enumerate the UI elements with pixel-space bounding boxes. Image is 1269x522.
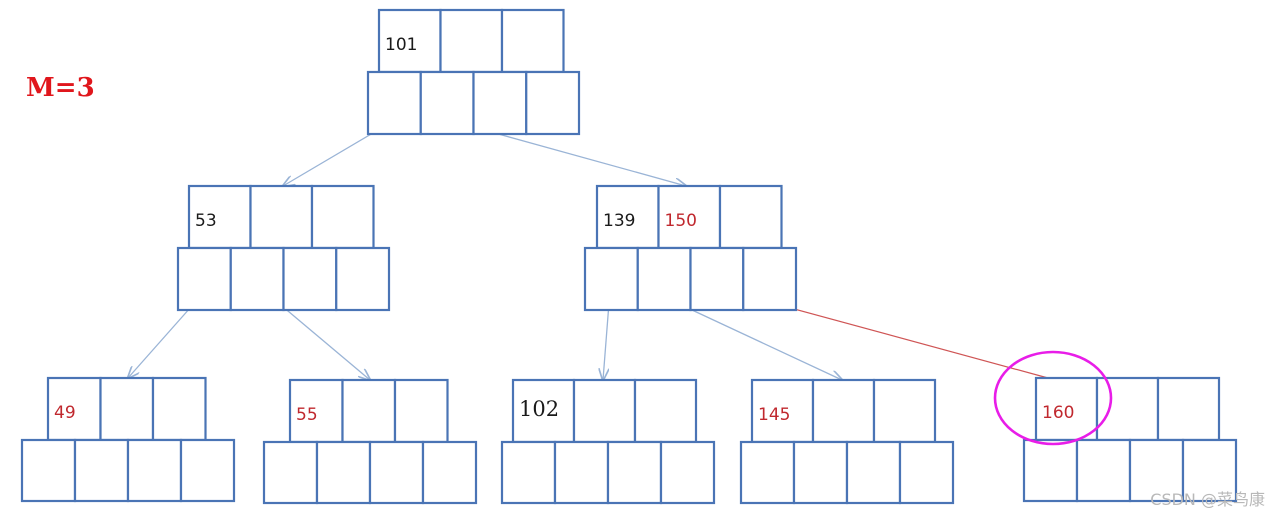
key-cell bbox=[249, 184, 314, 250]
child-pointer-cell bbox=[500, 440, 557, 505]
key-value: 49 bbox=[54, 403, 76, 423]
child-pointer-cell bbox=[583, 246, 639, 312]
child-pointer-cell bbox=[335, 246, 391, 312]
btree-node-n145: 145 bbox=[739, 378, 955, 505]
key-cell bbox=[151, 376, 207, 442]
key-value: 53 bbox=[195, 211, 217, 231]
key-value: 150 bbox=[665, 211, 697, 231]
child-pointer-cell bbox=[689, 246, 745, 312]
child-pointer-cell bbox=[421, 440, 478, 505]
key-cell bbox=[1156, 376, 1221, 442]
child-pointer-cell bbox=[742, 246, 798, 312]
child-pointer-cell bbox=[739, 440, 796, 505]
key-cell bbox=[310, 184, 375, 250]
child-pointer-cell bbox=[179, 438, 236, 503]
key-cell bbox=[633, 378, 698, 444]
key-cell bbox=[872, 378, 937, 444]
key-value: 145 bbox=[758, 405, 790, 425]
key-cell bbox=[187, 184, 252, 250]
key-cell bbox=[46, 376, 102, 442]
order-label: M=3 bbox=[26, 73, 95, 103]
key-cell bbox=[1095, 376, 1160, 442]
btree-node-n53: 53 bbox=[176, 184, 391, 312]
child-pointer-cell bbox=[525, 70, 581, 136]
child-pointer-cell bbox=[1181, 438, 1238, 503]
btree-node-root: 101 bbox=[366, 8, 581, 136]
child-pointer-cell bbox=[366, 70, 422, 136]
key-cell bbox=[341, 378, 397, 444]
child-pointer-cell bbox=[315, 440, 372, 505]
key-cell bbox=[595, 184, 660, 250]
key-cell bbox=[572, 378, 637, 444]
key-value: 160 bbox=[1042, 403, 1074, 423]
child-pointer-cell bbox=[282, 246, 338, 312]
child-pointer-cell bbox=[73, 438, 130, 503]
btree-node-n139: 139 150 bbox=[583, 184, 798, 312]
btree-node-n55: 55 bbox=[262, 378, 478, 505]
child-pointer-cell bbox=[472, 70, 528, 136]
node-layer: 101 53 139 150 49 55 102 145 160 bbox=[20, 8, 1238, 505]
key-cell bbox=[718, 184, 783, 250]
btree-node-n160: 160 bbox=[1022, 376, 1238, 503]
btree-node-n102: 102 bbox=[500, 378, 716, 505]
btree-node-n49: 49 bbox=[20, 376, 236, 503]
key-value: 101 bbox=[385, 35, 417, 55]
child-pointer-cell bbox=[419, 70, 475, 136]
key-value: 102 bbox=[519, 397, 559, 421]
child-pointer-cell bbox=[636, 246, 692, 312]
child-pointer-cell bbox=[606, 440, 663, 505]
child-pointer-cell bbox=[792, 440, 849, 505]
child-pointer-cell bbox=[1022, 438, 1079, 503]
key-cell bbox=[811, 378, 876, 444]
key-cell bbox=[393, 378, 449, 444]
key-cell bbox=[288, 378, 344, 444]
child-pointer-cell bbox=[126, 438, 183, 503]
child-pointer-cell bbox=[659, 440, 716, 505]
child-pointer-cell bbox=[553, 440, 610, 505]
child-pointer-cell bbox=[176, 246, 232, 312]
watermark: CSDN @菜鸟康 bbox=[1150, 490, 1265, 509]
highlight-circle bbox=[993, 350, 1113, 446]
key-value: 55 bbox=[296, 405, 318, 425]
child-pointer-cell bbox=[1075, 438, 1132, 503]
child-pointer-cell bbox=[845, 440, 902, 505]
child-pointer-cell bbox=[20, 438, 77, 503]
key-value: 139 bbox=[603, 211, 635, 231]
key-cell bbox=[500, 8, 565, 74]
child-pointer-cell bbox=[229, 246, 285, 312]
key-cell bbox=[99, 376, 155, 442]
child-pointer-cell bbox=[368, 440, 425, 505]
child-pointer-cell bbox=[262, 440, 319, 505]
child-pointer-cell bbox=[898, 440, 955, 505]
key-cell bbox=[439, 8, 504, 74]
